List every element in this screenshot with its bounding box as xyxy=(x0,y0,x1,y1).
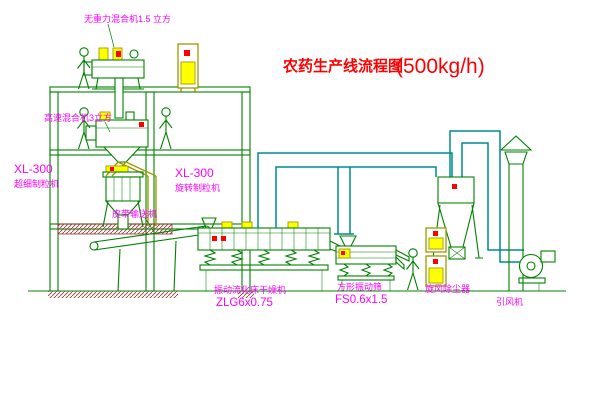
spring xyxy=(284,249,298,266)
label-mixer-mid: 高速混合机3立方 xyxy=(44,112,112,123)
granulator xyxy=(102,165,144,230)
control-cabinet-b xyxy=(425,255,447,287)
screen-branch-duct xyxy=(334,167,354,235)
status-dot xyxy=(184,50,190,56)
tail-pulley xyxy=(89,241,99,251)
status-dot xyxy=(221,236,226,241)
status-dot xyxy=(116,51,121,57)
status-dot xyxy=(212,236,217,241)
label-granulator-right-model: XL-300 xyxy=(175,166,214,180)
bypass-pipe xyxy=(147,176,157,226)
label-granulator-right-name: 旋转制粒机 xyxy=(175,182,220,193)
status-dot xyxy=(433,259,438,264)
status-dot xyxy=(139,122,144,127)
ground-line xyxy=(28,290,566,298)
spring xyxy=(360,263,372,277)
spring xyxy=(382,263,394,277)
spring xyxy=(338,263,350,277)
status-dot xyxy=(433,231,438,236)
status-dot xyxy=(341,251,345,255)
label-fan-name: 引风机 xyxy=(496,296,523,307)
discharge-spout xyxy=(395,249,410,262)
belt-conveyor xyxy=(89,225,211,292)
gravity-mixer xyxy=(83,47,145,119)
rotary-valve xyxy=(448,246,466,260)
person-figure xyxy=(158,107,173,150)
vibrating-screen xyxy=(335,235,410,291)
label-granulator-left-model: XL-300 xyxy=(14,162,53,176)
label-cyclone-name: 旋风除尘器 xyxy=(425,283,470,294)
fan-motor xyxy=(540,250,556,263)
spring xyxy=(257,249,271,266)
label-belt-conveyor: 皮带输送机 xyxy=(112,208,157,219)
label-dryer-name: 振动流化床干燥机 xyxy=(214,284,286,295)
annotations: 无重力混合机1.5 立方 高速混合机3立方 XL-300 超细制粒机 XL-30… xyxy=(14,13,523,309)
control-cabinet-a xyxy=(425,227,447,253)
diagram-title: 农药生产线流程图 xyxy=(282,57,403,75)
status-dot xyxy=(452,184,457,189)
spring xyxy=(203,249,217,266)
high-speed-mixer xyxy=(85,111,149,163)
spring xyxy=(307,249,321,266)
floor-hatch-strip xyxy=(57,223,173,235)
control-cabinet-top xyxy=(177,43,199,92)
fluid-bed-dryer xyxy=(197,217,343,291)
induced-draft-fan xyxy=(518,250,556,291)
label-granulator-left-name: 超细制粒机 xyxy=(14,178,59,189)
discharge-spout xyxy=(395,255,405,271)
exhaust-duct xyxy=(257,130,524,263)
person-figure xyxy=(405,248,420,291)
label-mixer-top: 无重力混合机1.5 立方 xyxy=(84,13,171,24)
mixer-discharge-pipe xyxy=(114,77,124,119)
rain-cap xyxy=(499,135,533,151)
label-screen-name: 方形振动筛 xyxy=(337,281,382,292)
spring xyxy=(230,249,244,266)
leader-lines xyxy=(104,23,155,233)
person-figure xyxy=(76,47,91,90)
building-column xyxy=(241,91,251,292)
diagram-title-capacity: (500kg/h) xyxy=(396,55,485,78)
label-dryer-model: ZLG6x0.75 xyxy=(216,297,273,309)
status-dot xyxy=(110,167,114,171)
cyclone-separator xyxy=(429,176,483,260)
label-screen-model: FS0.6x1.5 xyxy=(335,294,387,306)
